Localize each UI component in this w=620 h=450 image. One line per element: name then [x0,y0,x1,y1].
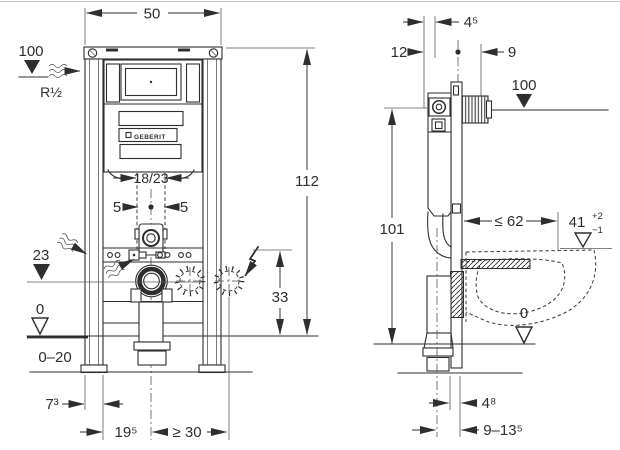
crossbar [103,247,203,263]
side-profile-depth-label: 4⁵ [464,14,479,31]
front-outlet-height-label: 23 [33,247,50,264]
side-outlet-range-label: 9–13⁵ [483,422,523,439]
side-view: 4⁵ 12 9 100 [373,14,612,439]
flush-actuator [461,95,489,124]
logo-plate [118,127,178,143]
front-bolt-spacing-dimension: 18/23 [113,170,189,186]
front-offset-right-label: 5 [180,199,188,216]
front-offset-dimensions: 5 5 [113,199,188,216]
foot-plate-right [198,364,226,374]
front-width-dimension: 50 [84,6,222,45]
front-supply-thread-label: R½ [40,84,62,100]
front-floor-range-label: 0–20 [38,349,71,366]
outlet-level-marker: 23 [27,247,205,283]
side-bowl-tol-plus-label: +2 [592,211,603,222]
side-floor-zero-label: 0 [520,305,528,322]
side-supply-level-marker: 100 [488,77,609,111]
side-bowl-depth-label: ≤ 62 [494,213,523,230]
front-bottom-dimensions: 7³ 19⁵ ≥ 30 [45,375,227,441]
front-floor-zero-label: 0 [36,301,44,318]
concealed-cistern: GEBERIT [103,59,203,180]
front-supply-height-label: 100 [18,43,43,60]
front-foot-offset-dim-label: 7³ [45,396,58,413]
flush-bend [427,211,452,259]
side-frame-depth-label: 12 [391,44,408,61]
side-bowl-tol-minus-label: −1 [592,225,603,236]
front-electrical-height-dim-label: 33 [272,289,289,306]
mounting-rod [460,259,531,269]
front-offset-left-label: 5 [113,199,121,216]
geberit-logo: GEBERIT [134,134,166,141]
side-supply-height-label: 100 [511,77,536,94]
front-electrical-height-dimension: 33 [253,249,292,335]
frame-rail-right [202,58,222,366]
level-marker-open [30,317,50,336]
side-height-dimension: 101 [379,107,429,344]
frame-rail-left [84,58,104,366]
front-height-dim-label: 112 [295,173,319,190]
front-width-dim-label: 50 [144,6,161,23]
side-floor-zero-marker: 0 [514,305,534,345]
water-supply-flow-icon [49,64,80,77]
mounting-frame [80,46,226,374]
bowl-height-marker: 41 +2 −1 [560,211,612,249]
knockout-circle [174,265,206,297]
toilet-bowl-outline [465,249,597,326]
side-frame-rail [450,81,463,369]
front-outlet-center-dim-label: 19⁵ [115,424,138,441]
bowl-depth-dimension: ≤ 62 [464,212,559,250]
connection-sleeve [450,271,464,318]
floor-zero-marker: 0 [30,301,50,336]
outlet-socket [103,264,203,324]
front-electrical-distance-dim-label: ≥ 30 [172,424,201,441]
supply-level-marker: 100 R½ [18,43,62,100]
side-drain-pipe [422,275,454,372]
flush-bend-bracket [134,223,168,259]
fill-valve-icon [431,99,447,115]
front-height-dimension: 112 [226,47,319,335]
side-height-dim-label: 101 [379,221,404,238]
side-bottom-dimensions: 4⁸ 9–13⁵ [412,376,523,439]
electrical-bolt-icon [244,245,260,277]
side-top-dimensions: 4⁵ 12 9 [391,14,517,61]
side-bowl-height-label: 41 [569,214,586,231]
level-marker-filled [516,94,532,108]
foot-plate-left [80,364,108,374]
side-front-offset-label: 9 [508,44,516,61]
level-marker-open [514,326,534,345]
front-bolt-spacing-label: 18/23 [133,170,168,186]
front-view: 50 [18,6,319,441]
level-marker-filled [33,264,50,280]
level-marker-filled [24,60,40,74]
side-cistern [427,92,452,217]
electrical-knockout-circle [213,265,245,440]
side-pipe-offset-label: 4⁸ [482,395,497,412]
level-marker-open [573,232,593,249]
drain-pipe [133,301,171,366]
